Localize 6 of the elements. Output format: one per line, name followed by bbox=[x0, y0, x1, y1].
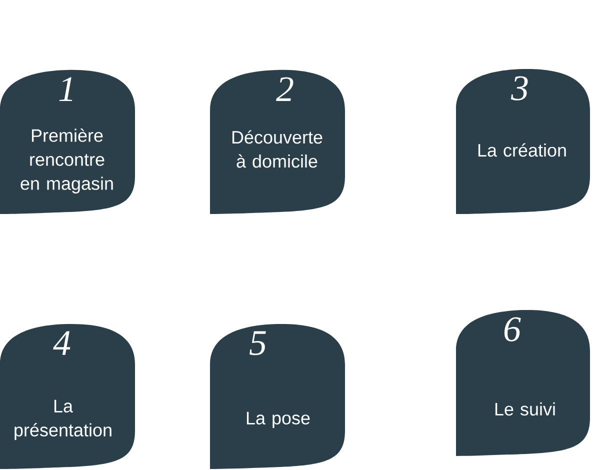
step-number: 3 bbox=[510, 76, 528, 100]
step-number: 4 bbox=[53, 331, 70, 355]
step-number: 2 bbox=[276, 77, 294, 102]
step-number: 1 bbox=[59, 77, 72, 101]
step-number: 5 bbox=[250, 331, 266, 356]
step-number: 6 bbox=[504, 317, 521, 342]
